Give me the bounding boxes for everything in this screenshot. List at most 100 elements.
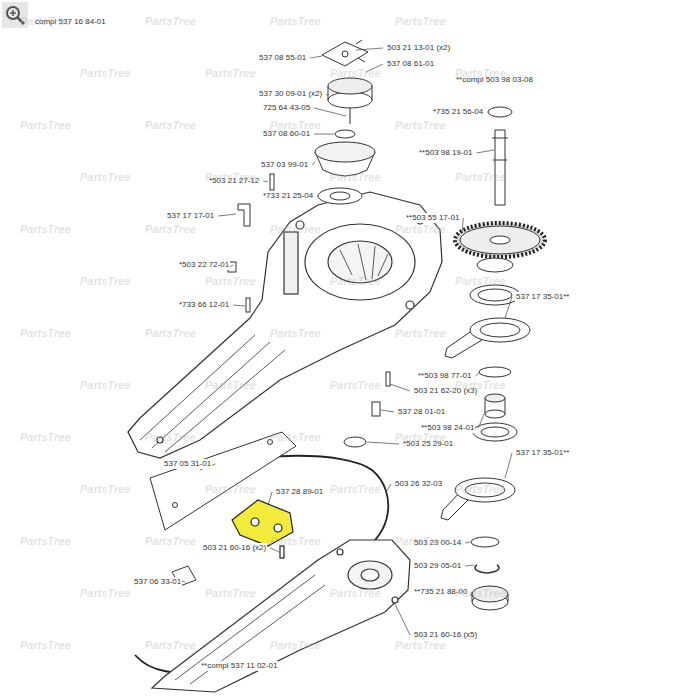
watermark: PartsTree [395,431,446,444]
watermark: PartsTree [270,535,321,548]
watermark: PartsTree [270,327,321,340]
watermark: PartsTree [455,171,506,184]
watermark: PartsTree [80,275,131,288]
leader-line [487,112,488,113]
part-number: 537 17 35-01** [515,292,570,302]
watermark: PartsTree [20,431,71,444]
watermark: PartsTree [80,67,131,80]
highlighted-bracket [251,518,259,526]
watermark: PartsTree [145,431,196,444]
upper-gear-housing [140,335,285,452]
gear-train [479,367,511,377]
watermark: PartsTree [20,119,71,132]
watermark: PartsTree [330,171,381,184]
lower-housing [175,575,325,684]
watermark: PartsTree [455,587,506,600]
gear-train [488,107,512,117]
zoom-icon [12,10,14,16]
leader-line [476,150,494,153]
watermark: PartsTree [270,639,321,652]
watermark: PartsTree [20,15,71,28]
part-number: 725 64 43-05 [262,103,311,113]
gear-train [495,130,505,205]
part-number: 537 30 09-01 (x2) [258,89,323,99]
part-number: 537 17 17-01 [166,211,215,221]
part-number: **503 98 19-01 [418,148,473,158]
leader-line [395,604,410,635]
leader-line [465,542,470,543]
part-number: *733 66 12-01 [178,300,230,310]
lower-housing [392,597,398,603]
part-number: 537 08 55-01 [258,53,307,63]
clutch-parts [318,188,362,204]
watermark: PartsTree [330,483,381,496]
part-number: 503 29 05-01 [413,561,462,571]
gear-train [471,537,499,547]
gear-train [344,437,366,447]
upper-gear-housing [406,301,414,309]
watermark: PartsTree [20,223,71,236]
leader-line [218,214,236,216]
part-number: **503 55 17-01 [405,213,460,223]
watermark: PartsTree [145,223,196,236]
watermark: PartsTree [395,15,446,28]
part-number: 537 28 01-01 [397,407,446,417]
watermark: PartsTree [395,119,446,132]
watermark: PartsTree [395,223,446,236]
lower-housing [152,540,410,692]
leader-line [390,384,410,391]
leader-line [505,297,512,318]
watermark: PartsTree [20,639,71,652]
part-number: 537 28 89-01 [275,487,324,497]
watermark: PartsTree [455,67,506,80]
gear-train [386,372,390,386]
watermark: PartsTree [270,431,321,444]
gear-train [480,323,520,337]
watermark: PartsTree [145,15,196,28]
part-number: 537 05 31-01 [163,459,212,469]
watermark: PartsTree [330,587,381,600]
clutch-parts [330,192,350,200]
gear-train [492,138,508,160]
part-number: 503 26 32-03 [394,479,443,489]
watermark: PartsTree [205,275,256,288]
part-number: 537 03 99-01 [260,160,309,170]
watermark: PartsTree [205,171,256,184]
gear-train [372,402,380,416]
highlighted-bracket [280,546,284,558]
leader-line [233,305,245,306]
watermark: PartsTree [455,275,506,288]
watermark: PartsTree [20,327,71,340]
clutch-parts [322,42,368,66]
leader-line [270,548,279,552]
watermark: PartsTree [80,379,131,392]
gear-train [485,394,505,402]
leader-line [268,492,272,505]
part-number: *735 21 56-04 [432,107,484,117]
gear-train [478,289,512,301]
gear-train [455,478,515,502]
watermark: PartsTree [20,535,71,548]
gear-train [470,285,520,305]
part-number: 503 21 13-01 (x2) [386,43,451,53]
watermark: PartsTree [270,119,321,132]
leader-line [317,196,319,197]
watermark: PartsTree [455,483,506,496]
lower-housing [361,569,379,581]
gear-train [481,427,509,437]
watermark: PartsTree [145,119,196,132]
leader-line [314,108,346,116]
clutch-parts [342,51,348,57]
watermark: PartsTree [455,379,506,392]
watermark: PartsTree [145,327,196,340]
watermark: PartsTree [330,275,381,288]
leader-line [314,134,334,135]
lower-housing [337,549,343,555]
upper-gear-housing [340,244,388,280]
leader-line [263,181,268,182]
part-number: 537 17 35-01** [515,448,570,458]
leader-line [475,373,479,376]
watermark: PartsTree [205,587,256,600]
watermark: PartsTree [80,587,131,600]
